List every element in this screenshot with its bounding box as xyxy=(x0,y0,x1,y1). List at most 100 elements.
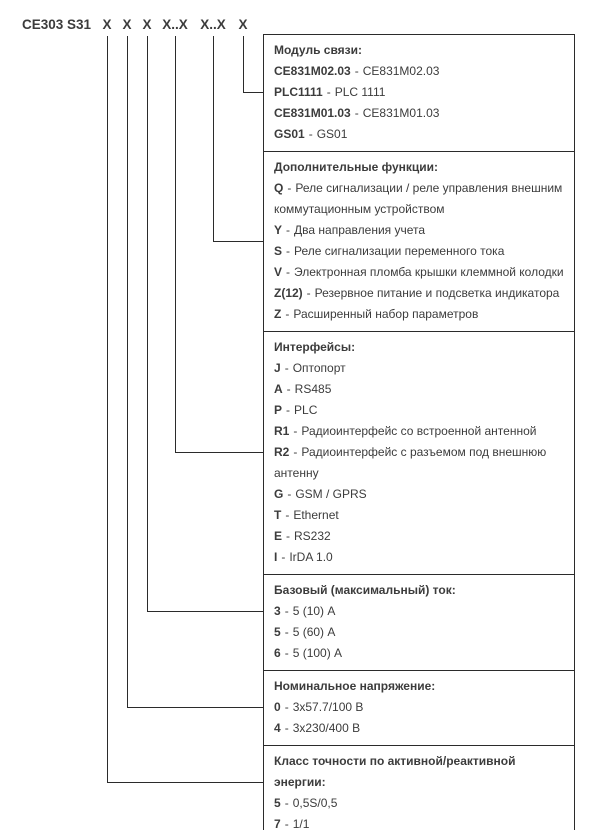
connector-interfaces-vertical xyxy=(175,36,176,452)
item-separator: - xyxy=(284,700,289,714)
item-description: Реле сигнализации / реле управления внеш… xyxy=(274,181,563,216)
legend-item: 4-3x230/400 В xyxy=(274,718,564,739)
item-code: R2 xyxy=(274,445,290,459)
item-separator: - xyxy=(286,265,291,279)
legend-item: 5-5 (60) А xyxy=(274,622,564,643)
code-position-5: X..X xyxy=(200,17,226,32)
item-description: CE831M02.03 xyxy=(362,64,440,78)
item-description: Ethernet xyxy=(293,508,339,522)
connector-nominal-voltage-horizontal xyxy=(127,707,263,708)
item-code: GS01 xyxy=(274,127,305,141)
item-separator: - xyxy=(326,85,331,99)
item-code: PLC1111 xyxy=(274,85,323,99)
item-separator: - xyxy=(286,382,291,396)
code-position-4: X..X xyxy=(162,17,188,32)
section-heading: Модуль связи: xyxy=(274,43,363,57)
item-code: 5 xyxy=(274,796,281,810)
item-description: Электронная пломба крышки клеммной колод… xyxy=(294,265,564,279)
item-code: 6 xyxy=(274,646,281,660)
legend-item: PLC1111-PLC 1111 xyxy=(274,82,564,103)
item-separator: - xyxy=(281,550,286,564)
legend-item: Z-Расширенный набор параметров xyxy=(274,304,564,325)
section-interfaces: Интерфейсы: J-Оптопорт A-RS485 P-PLC R1-… xyxy=(264,331,574,574)
item-code: Z xyxy=(274,307,282,321)
item-separator: - xyxy=(286,223,291,237)
legend-column: Модуль связи: CE831M02.03-CE831M02.03 PL… xyxy=(263,34,575,830)
item-description: 5 (60) А xyxy=(292,625,336,639)
section-accuracy-class: Класс точности по активной/реактивной эн… xyxy=(264,745,574,830)
item-separator: - xyxy=(285,307,290,321)
item-code: T xyxy=(274,508,282,522)
legend-item: GS01-GS01 xyxy=(274,124,564,145)
section-communication-module: Модуль связи: CE831M02.03-CE831M02.03 PL… xyxy=(264,35,574,151)
item-separator: - xyxy=(284,796,289,810)
item-description: Радиоинтерфейс со встроенной антенной xyxy=(301,424,537,438)
item-description: RS485 xyxy=(294,382,332,396)
connector-base-current-horizontal xyxy=(147,611,263,612)
item-description: 1/1 xyxy=(292,817,310,830)
item-code: G xyxy=(274,487,284,501)
section-heading: Номинальное напряжение: xyxy=(274,679,436,693)
connector-accuracy-class-vertical xyxy=(107,36,108,782)
item-code: 0 xyxy=(274,700,281,714)
legend-item: 6-5 (100) А xyxy=(274,643,564,664)
item-description: Реле сигнализации переменного тока xyxy=(294,244,505,258)
legend-item: Y-Два направления учета xyxy=(274,220,564,241)
item-code: I xyxy=(274,550,278,564)
legend-item: R2-Радиоинтерфейс с разъемом под внешнюю… xyxy=(274,442,564,484)
connector-base-current-vertical xyxy=(147,36,148,611)
legend-item: J-Оптопорт xyxy=(274,358,564,379)
item-separator: - xyxy=(285,508,290,522)
legend-item: Z(12)-Резервное питание и подсветка инди… xyxy=(274,283,564,304)
item-description: Расширенный набор параметров xyxy=(293,307,479,321)
item-separator: - xyxy=(284,817,289,830)
item-description: PLC 1111 xyxy=(334,85,386,99)
legend-item: 3-5 (10) А xyxy=(274,601,564,622)
item-separator: - xyxy=(293,424,298,438)
item-separator: - xyxy=(306,286,311,300)
item-separator: - xyxy=(284,625,289,639)
section-base-current: Базовый (максимальный) ток: 3-5 (10) А 5… xyxy=(264,574,574,670)
code-position-6: X xyxy=(238,17,248,32)
item-separator: - xyxy=(286,529,291,543)
item-description: 5 (100) А xyxy=(292,646,343,660)
model-code-prefix: CE303 S31 xyxy=(22,17,92,32)
item-separator: - xyxy=(284,646,289,660)
item-description: Радиоинтерфейс с разъемом под внешнюю ан… xyxy=(274,445,547,480)
legend-item: 7-1/1 xyxy=(274,814,564,830)
item-description: 3x57.7/100 В xyxy=(292,700,364,714)
item-description: Оптопорт xyxy=(292,361,346,375)
item-description: 3x230/400 В xyxy=(292,721,361,735)
legend-item: CE831M02.03-CE831M02.03 xyxy=(274,61,564,82)
connector-communication-module-horizontal xyxy=(243,92,263,93)
item-code: CE831M01.03 xyxy=(274,106,351,120)
item-description: Резервное питание и подсветка индикатора xyxy=(314,286,560,300)
section-heading: Класс точности по активной/реактивной эн… xyxy=(274,754,516,789)
legend-item: S-Реле сигнализации переменного тока xyxy=(274,241,564,262)
item-description: GSM / GPRS xyxy=(295,487,367,501)
item-code: E xyxy=(274,529,283,543)
item-code: R1 xyxy=(274,424,290,438)
item-description: Два направления учета xyxy=(294,223,426,237)
legend-item: T-Ethernet xyxy=(274,505,564,526)
item-code: Q xyxy=(274,181,284,195)
section-heading: Интерфейсы: xyxy=(274,340,356,354)
item-code: A xyxy=(274,382,283,396)
section-heading: Дополнительные функции: xyxy=(274,160,439,174)
item-description: PLC xyxy=(294,403,318,417)
item-code: J xyxy=(274,361,281,375)
item-code: 5 xyxy=(274,625,281,639)
legend-item: A-RS485 xyxy=(274,379,564,400)
legend-item: CE831M01.03-CE831M01.03 xyxy=(274,103,564,124)
connector-nominal-voltage-vertical xyxy=(127,36,128,707)
item-description: 0,5S/0,5 xyxy=(292,796,338,810)
item-description: RS232 xyxy=(294,529,331,543)
item-separator: - xyxy=(308,127,313,141)
legend-item: I-IrDA 1.0 xyxy=(274,547,564,568)
code-position-1: X xyxy=(102,17,112,32)
section-nominal-voltage: Номинальное напряжение: 0-3x57.7/100 В 4… xyxy=(264,670,574,745)
code-position-3: X xyxy=(142,17,152,32)
item-separator: - xyxy=(284,721,289,735)
item-separator: - xyxy=(286,403,291,417)
